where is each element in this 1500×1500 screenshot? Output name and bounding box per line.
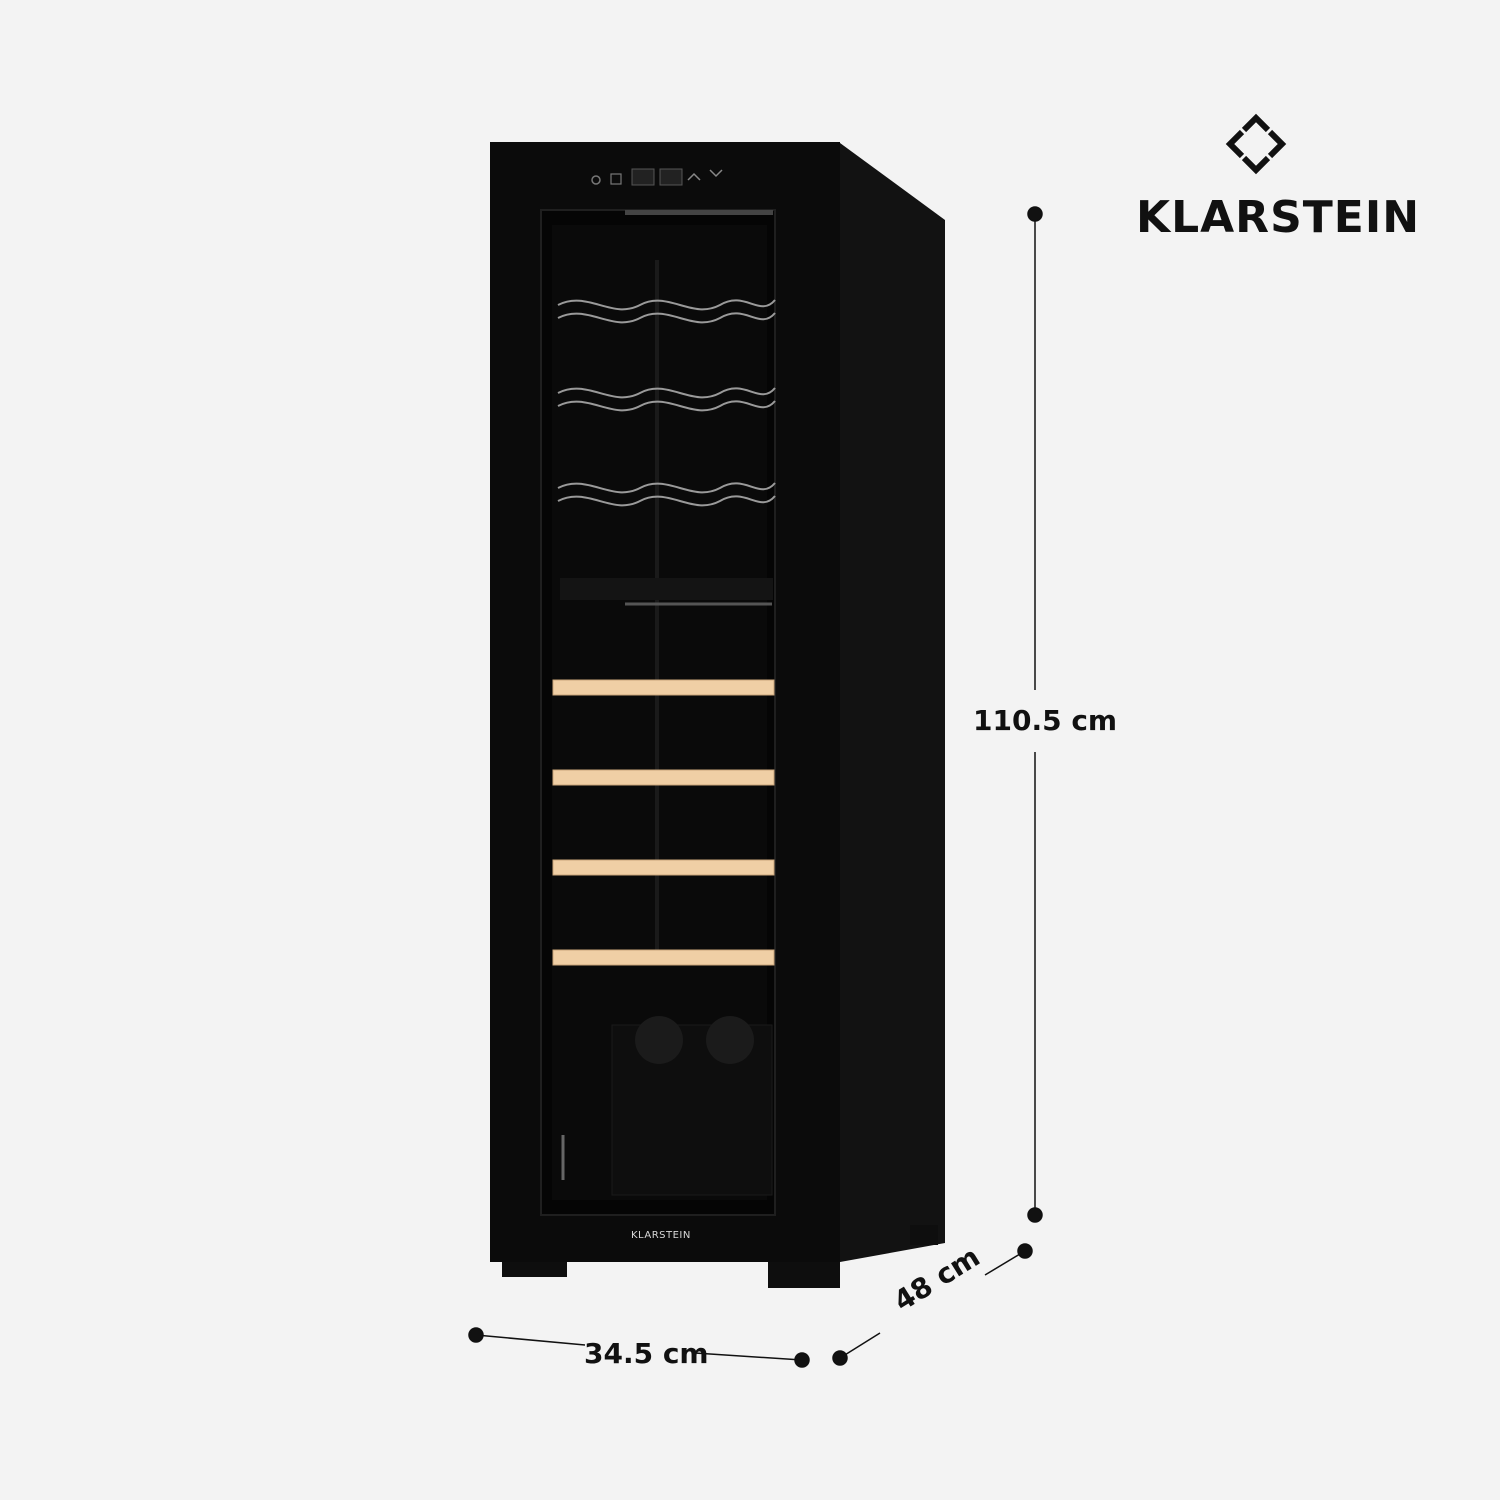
width-dot-left (468, 1327, 484, 1343)
wire-rack-1 (557, 299, 776, 324)
wood-shelf-4 (552, 949, 775, 966)
wood-shelf-2 (552, 769, 775, 786)
chevron-up-icon[interactable] (687, 172, 701, 181)
gear-icon[interactable] (591, 175, 601, 185)
wire-rack-2 (557, 387, 776, 412)
cabinet-side-panel (840, 143, 945, 1262)
wire-rack-3 (557, 482, 776, 507)
temp-display-right (659, 168, 683, 186)
wood-shelf-1 (552, 679, 775, 696)
brand-logo-text: KLARSTEIN (1136, 192, 1421, 243)
front-left-foot (502, 1262, 567, 1277)
control-panel (591, 168, 723, 186)
width-dot-right (794, 1352, 810, 1368)
top-light-bar (625, 210, 773, 215)
chevron-down-icon[interactable] (709, 169, 723, 178)
temp-display-left (631, 168, 655, 186)
wood-shelf-3 (552, 859, 775, 876)
front-right-foot (768, 1262, 840, 1288)
back-right-foot (910, 1225, 938, 1245)
depth-dot-right (1017, 1243, 1033, 1259)
light-icon[interactable] (610, 173, 622, 185)
bottle-base-2 (706, 1016, 754, 1064)
height-dot-bottom (1027, 1207, 1043, 1223)
height-dot-top (1027, 206, 1043, 222)
bottle-base-1 (635, 1016, 683, 1064)
dimension-lines (468, 206, 1043, 1368)
width-dimension-label: 34.5 cm (584, 1337, 709, 1370)
door-brand-label: KLARSTEIN (631, 1230, 691, 1241)
depth-dot-left (832, 1350, 848, 1366)
zone-divider (560, 578, 773, 600)
height-dimension-label: 110.5 cm (973, 704, 1118, 737)
klarstein-diamond-icon (1225, 113, 1287, 175)
